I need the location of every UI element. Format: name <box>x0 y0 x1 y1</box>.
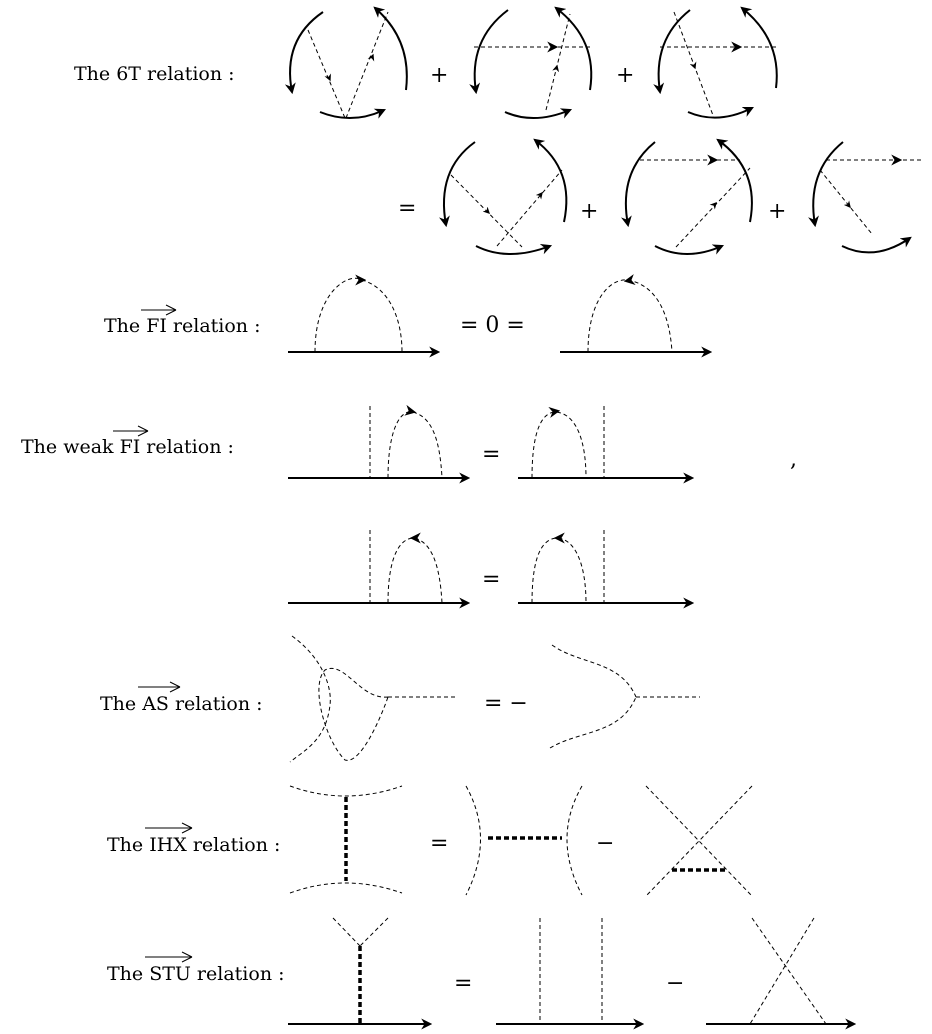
as-diagram-left <box>289 635 458 763</box>
stu-equals: = <box>454 971 472 996</box>
six-t-plus-3: + <box>580 199 598 224</box>
stu-diagram-left <box>288 917 433 1030</box>
stu-diagram-right <box>706 917 857 1030</box>
six-t-diagram-6 <box>808 141 924 254</box>
ihx-minus: − <box>596 831 614 856</box>
weak-fi-label-group: The weak FI relation : <box>21 425 234 458</box>
weak-fi-label: The weak FI relation : <box>21 436 234 458</box>
six-t-diagram-1 <box>284 6 408 120</box>
weak-fi-comma: , <box>790 447 797 472</box>
six-t-plus-1: + <box>430 63 448 88</box>
weak-fi-row2-right <box>518 530 695 609</box>
stu-label-group: The STU relation : <box>107 951 285 985</box>
as-label: The AS relation : <box>100 693 263 715</box>
fi-diagram-left <box>288 274 441 358</box>
weak-fi-row1-equals: = <box>482 442 500 467</box>
ihx-label: The IHX relation : <box>107 834 280 856</box>
as-label-group: The AS relation : <box>100 681 263 715</box>
six-t-diagram-3 <box>653 6 778 119</box>
six-t-label: The 6T relation : <box>74 63 235 85</box>
six-t-diagram-5 <box>620 138 753 255</box>
ihx-diagram-right <box>645 785 753 897</box>
six-t-plus-2: + <box>616 63 634 88</box>
stu-minus: − <box>666 971 684 996</box>
six-t-plus-4: + <box>768 199 786 224</box>
fi-label: The FI relation : <box>104 315 260 337</box>
weak-fi-row2-left <box>288 530 471 609</box>
weak-fi-row1-right <box>518 406 695 484</box>
fi-diagram-right <box>560 274 713 358</box>
ihx-diagram-left <box>289 785 403 894</box>
six-t-equals: = <box>398 196 416 221</box>
ihx-diagram-middle <box>465 785 583 896</box>
stu-label: The STU relation : <box>107 963 285 985</box>
six-t-diagram-4 <box>439 138 568 255</box>
fi-eq-zero-eq: = 0 = <box>460 313 525 338</box>
six-t-diagram-2 <box>469 6 593 120</box>
fi-label-group: The FI relation : <box>104 304 260 337</box>
weak-fi-row2-equals: = <box>482 567 500 592</box>
as-diagram-right <box>549 644 700 749</box>
weak-fi-row1-left <box>288 404 471 484</box>
stu-diagram-middle <box>496 918 645 1030</box>
ihx-equals: = <box>430 831 448 856</box>
ihx-label-group: The IHX relation : <box>107 822 280 856</box>
as-eq-minus: = − <box>484 691 528 716</box>
